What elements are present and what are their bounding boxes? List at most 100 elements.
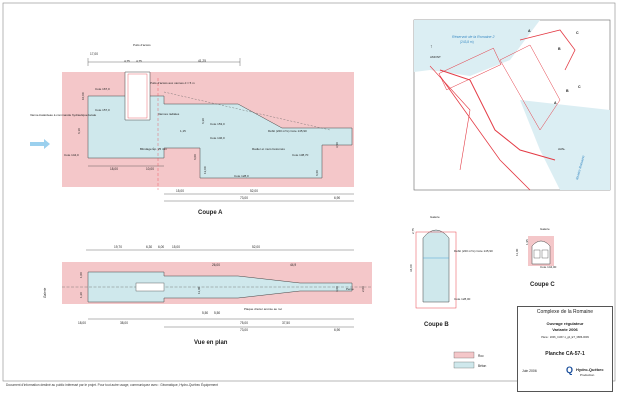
dim-v-13: 13,00 [203, 166, 207, 174]
plan-dim-7500: 75,00 [240, 321, 248, 325]
plan-dim-3750: 37,50 [282, 321, 290, 325]
vue-en-plan-title: Vue en plan [194, 340, 228, 346]
dim-v-610: 6,10 [77, 128, 81, 134]
label-cote-146: Cote 146,0 [210, 136, 225, 140]
plan-plaque: Plaque d'acier ancrée au roc [244, 307, 283, 311]
plan-dim-v-1100: 11,00 [197, 286, 201, 294]
dim-4125: 41,25 [198, 59, 206, 63]
coupe-b-dim-275: 2,75 [411, 228, 415, 234]
plan-dim-5200: 52,00 [252, 245, 260, 249]
coupe-b-title: Coupe B [424, 322, 449, 328]
hydro-quebec-logo-icon: Q [566, 365, 574, 375]
plan-dim-600: 6,00 [158, 245, 164, 249]
coupe-b: Galerie Débit (220 m³/s) Cote 145,90 Cot… [409, 215, 493, 328]
dim-475a: 4,75 [124, 59, 130, 63]
coupe-a-conduit [87, 95, 353, 179]
dim-15: 15,00 [176, 189, 184, 193]
plan-dim-1800: 18,00 [78, 321, 86, 325]
plan-dim-1500: 15,00 [172, 245, 180, 249]
label-puits-acces: Puits d'accès [133, 43, 151, 47]
map-reservoir-sub: (243,8 m) [460, 40, 474, 44]
dim-v-115: 1,15 [180, 129, 186, 133]
tb-company: Hydro-Québec [576, 367, 604, 372]
gate-chamber [135, 282, 165, 292]
dim-v-350: 3,50 [335, 142, 339, 148]
plan-dim-550a: 5,50 [202, 311, 208, 315]
coupe-c-galerie: Galerie [540, 227, 550, 231]
plan-pente: Pente [346, 287, 354, 291]
tb-project: Complexe de la Romaine [536, 309, 594, 315]
coupe-b-cote: Cote 128,00 [454, 297, 471, 301]
legend-rock: Roc [478, 354, 484, 358]
plan-dim-630: 6,30 [146, 245, 152, 249]
dim-52: 52,00 [250, 189, 258, 193]
footer-note: Document d'information destiné au public… [6, 383, 218, 387]
plan-dim-550b: 5,50 [214, 311, 220, 315]
label-debit: Débit (220 m³/s) Cote 145,90 [268, 129, 307, 133]
label-vannes-radiales: Vannes radiales [158, 112, 180, 116]
map-label-b2: B [566, 89, 569, 93]
coupe-b-shape [422, 229, 450, 303]
access-shaft [124, 71, 151, 121]
legend-concrete: Béton [478, 364, 487, 368]
tb-plate: Planche CA-57-1 [545, 351, 585, 357]
legend: Roc Béton [453, 351, 487, 369]
coupe-c-dim-195: 1,95 [525, 239, 529, 245]
flow-arrow-icon [30, 139, 50, 149]
dim-v-660: 6,60 [315, 170, 319, 176]
dim-v-600: 6,00 [193, 154, 197, 160]
coupe-b-dim-34: 34,00 [409, 264, 413, 272]
map-riviere: Rivière Romaine [575, 155, 585, 180]
legend-concrete-swatch [453, 361, 475, 369]
tb-date: Juin 2006 [522, 369, 537, 373]
title-block: Complexe de la Romaine Ouvrage régulateu… [517, 306, 613, 392]
label-radier: Radier et murs bétonnés [252, 147, 285, 151]
dim-73: 73,00 [240, 196, 248, 200]
label-cote-13870: Cote 138,70 [292, 153, 309, 157]
map-label-c1: C [576, 31, 579, 35]
coupe-b-galerie: Galerie [430, 215, 440, 219]
map-label-c2: C [578, 85, 581, 89]
tb-ref: Plans : 2006_CA57-1_gb_ET_3686-0009 [541, 336, 589, 339]
north-arrow-icon: ↑ [430, 44, 433, 50]
plan-dim-449: 44,9 [290, 263, 296, 267]
coupe-c-gallery [531, 240, 551, 265]
plan-dim-v-120: 1,20 [79, 292, 83, 298]
dim-18: 18,00 [110, 167, 118, 171]
dim-17: 17,00 [90, 52, 98, 56]
plan-dim-690: 6,90 [334, 328, 340, 332]
tb-line2: Variante 2006 [552, 327, 578, 332]
coupe-b-debit: Débit (220 m³/s) Cote 145,90 [454, 249, 493, 253]
plan-dim-1970: 19,70 [114, 245, 122, 249]
plan-dim-v-100: 1,00 [79, 272, 83, 278]
plan-dim-3800: 38,00 [120, 321, 128, 325]
vue-en-plan: 19,70 6,30 6,00 15,00 26,00 52,00 44,9 1… [43, 245, 372, 346]
map-reservoir: Réservoir de la Romaine 2 [452, 35, 495, 39]
plan-dim-7300: 73,00 [240, 328, 248, 332]
coupe-c-cote: Cote 144,00 [540, 265, 557, 269]
dim-v-630: 6,30 [201, 118, 205, 124]
map-aval: AVAL [558, 147, 566, 151]
coupe-a-title: Coupe A [198, 210, 223, 216]
dim-v-10: 10,00 [81, 92, 85, 100]
label-cote-128: Cote 128,0 [234, 174, 249, 178]
label-cote-153: Cote 153,0 [210, 122, 225, 126]
label-cote-144: Cote 144,0 [64, 153, 79, 157]
plan-dim-v-400: 4,00 [335, 286, 339, 292]
tb-company-sub: Production [580, 373, 595, 377]
coupe-a: 17,00 4,75 4,75 41,25 Puits d'accès Vann… [30, 43, 354, 216]
plan-dim-v-200: 2,00 [361, 286, 365, 292]
sheet-border [2, 2, 616, 382]
dim-690: 6,90 [334, 196, 340, 200]
map-label-b1: B [558, 47, 561, 51]
location-map: Réservoir de la Romaine 2 (243,8 m) A B … [413, 19, 611, 191]
label-cote-157: Cote 157,0 [95, 108, 110, 112]
label-vanne: Vanne-batardeau à commande hydraulique l… [30, 113, 96, 117]
map-amont: AMONT [430, 55, 441, 59]
plan-dim-2600: 26,00 [212, 263, 220, 267]
label-cote-167: Cote 167,0 [95, 87, 110, 91]
coupe-c-title: Coupe C [530, 282, 555, 288]
map-label-a1: A [528, 29, 531, 33]
